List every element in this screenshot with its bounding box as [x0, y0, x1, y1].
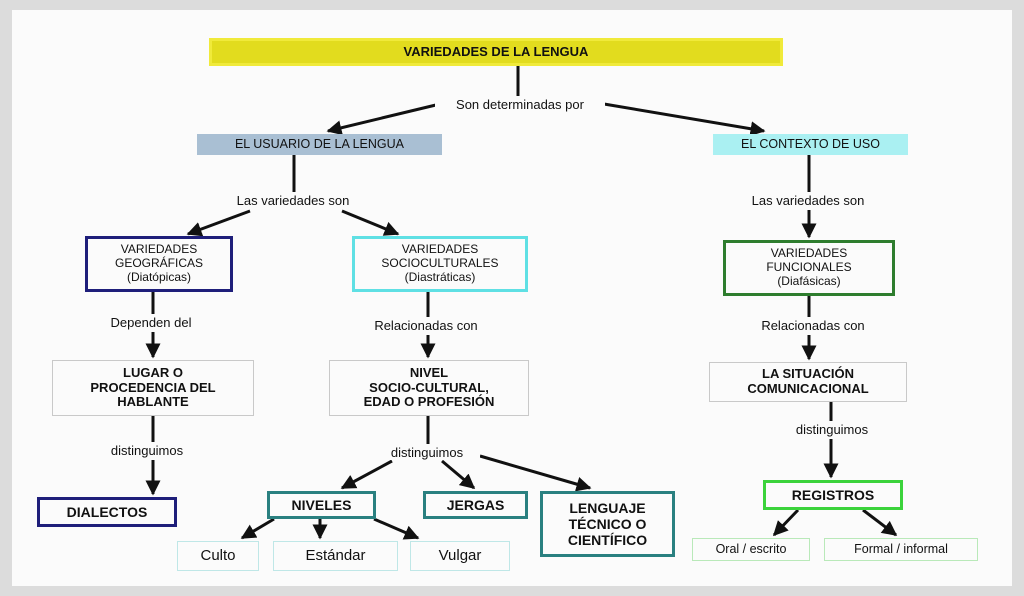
- arrow-to-vulgar: [373, 517, 420, 540]
- node-jergas: JERGAS: [423, 491, 528, 519]
- arrow-to-geograficas: [186, 209, 251, 237]
- arrow-to-usuario: [326, 102, 441, 136]
- node-lugar-procedencia: LUGAR O PROCEDENCIA DEL HABLANTE: [52, 360, 254, 416]
- label-son-determinadas-por: Son determinadas por: [435, 97, 605, 112]
- node-vulgar: Vulgar: [410, 541, 510, 571]
- node-niveles: NIVELES: [267, 491, 376, 519]
- arrow-to-contexto: [603, 102, 766, 137]
- arrow-to-niveles: [340, 459, 393, 490]
- label-las-variedades-son-usuario: Las variedades son: [217, 193, 369, 208]
- node-estandar: Estándar: [273, 541, 398, 571]
- arrow-to-culto: [240, 517, 275, 540]
- label-distinguimos-socio: distinguimos: [374, 445, 480, 460]
- label-relacionadas-con-func: Relacionadas con: [744, 318, 882, 333]
- node-registros: REGISTROS: [763, 480, 903, 510]
- node-dialectos: DIALECTOS: [37, 497, 177, 527]
- arrow-to-socioculturales: [341, 209, 400, 236]
- diagram-title: VARIEDADES DE LA LENGUA: [209, 38, 783, 66]
- node-formal-informal: Formal / informal: [824, 538, 978, 561]
- node-usuario-de-la-lengua: EL USUARIO DE LA LENGUA: [197, 134, 442, 155]
- connector-layer: [145, 66, 898, 540]
- arrow-to-oral: [772, 508, 800, 537]
- label-dependen-del: Dependen del: [94, 315, 208, 330]
- node-oral-escrito: Oral / escrito: [692, 538, 810, 561]
- node-contexto-de-uso: EL CONTEXTO DE USO: [713, 134, 908, 155]
- label-distinguimos-func: distinguimos: [779, 422, 885, 437]
- node-variedades-geograficas: VARIEDADES GEOGRÁFICAS (Diatópicas): [85, 236, 233, 292]
- node-culto: Culto: [177, 541, 259, 571]
- arrow-to-tecnico: [479, 454, 592, 492]
- arrow-to-jergas: [441, 459, 476, 490]
- label-las-variedades-son-contexto: Las variedades son: [734, 193, 882, 208]
- node-variedades-socioculturales: VARIEDADES SOCIOCULTURALES (Diastráticas…: [352, 236, 528, 292]
- node-nivel-sociocultural: NIVEL SOCIO-CULTURAL, EDAD O PROFESIÓN: [329, 360, 529, 416]
- concept-map: VARIEDADES DE LA LENGUA Son determinadas…: [12, 10, 1012, 586]
- label-distinguimos-geo: distinguimos: [94, 443, 200, 458]
- label-relacionadas-con-socio: Relacionadas con: [357, 318, 495, 333]
- arrow-to-formal: [862, 508, 898, 537]
- node-situacion-comunicacional: LA SITUACIÓN COMUNICACIONAL: [709, 362, 907, 402]
- node-variedades-funcionales: VARIEDADES FUNCIONALES (Diafásicas): [723, 240, 895, 296]
- node-lenguaje-tecnico: LENGUAJE TÉCNICO O CIENTÍFICO: [540, 491, 675, 557]
